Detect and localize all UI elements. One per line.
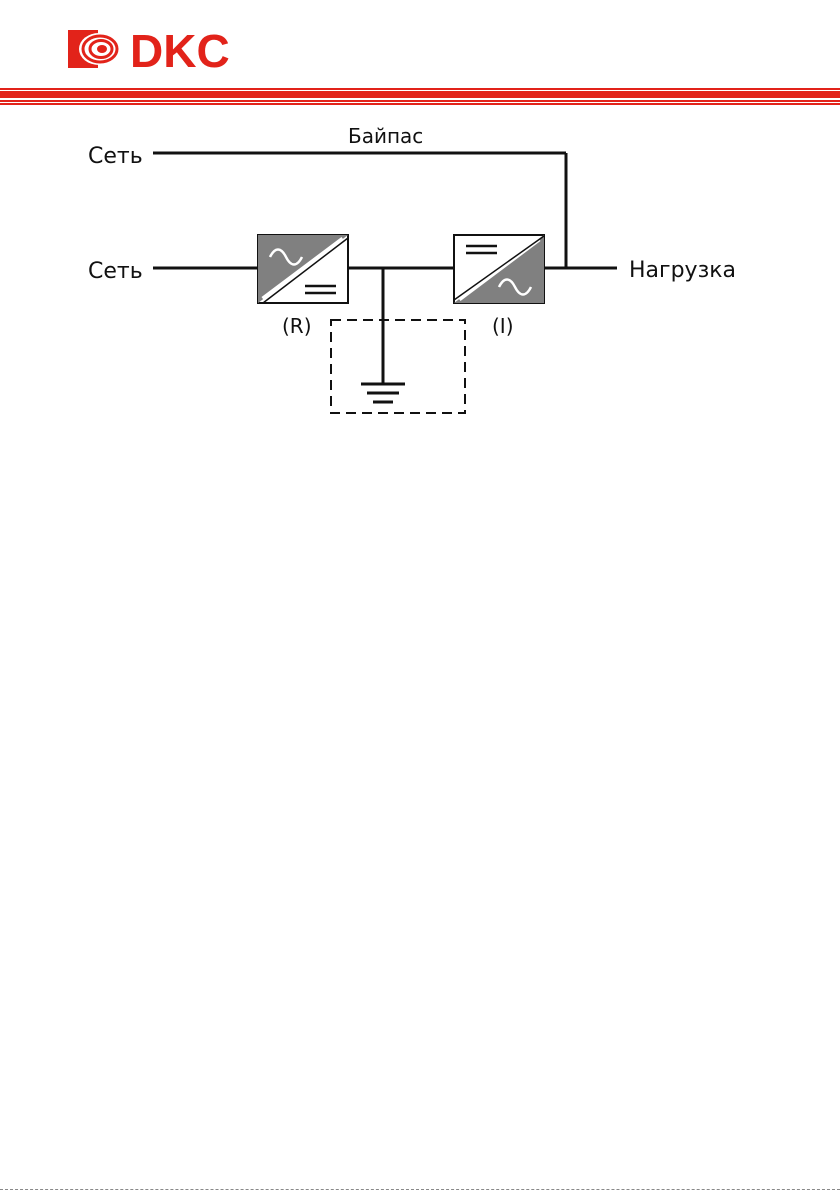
dkc-logo: DKC <box>66 26 292 72</box>
battery-dashed-box <box>331 320 465 413</box>
inverter-label: (I) <box>492 314 514 338</box>
header-stripes <box>0 88 840 106</box>
brand-name: DKC <box>130 26 230 72</box>
ups-diagram: Байпас Сеть Сеть Нагрузка (R) (I) <box>0 110 840 440</box>
rectifier-block <box>258 235 348 303</box>
dkc-emblem-icon <box>68 30 119 68</box>
rectifier-label: (R) <box>282 314 312 338</box>
mains-top-label: Сеть <box>88 144 143 169</box>
page-header: DKC <box>0 0 840 120</box>
inverter-block <box>454 235 544 303</box>
load-label: Нагрузка <box>629 258 736 283</box>
battery-ground-icon <box>361 384 405 402</box>
footer-divider <box>0 1189 840 1190</box>
bypass-label: Байпас <box>348 124 423 148</box>
mains-main-label: Сеть <box>88 259 143 284</box>
